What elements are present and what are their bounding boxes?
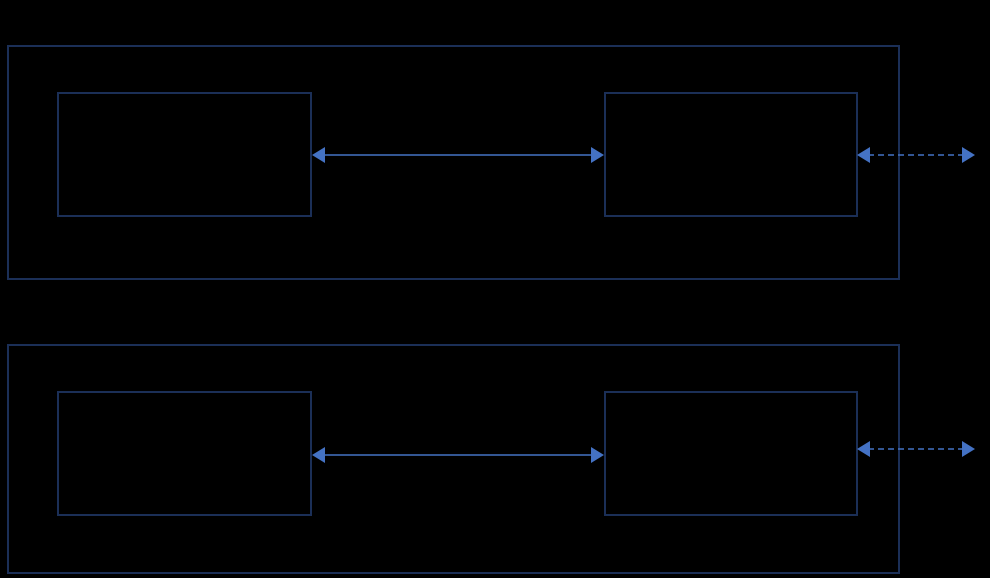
group-1-box-right[interactable] (604, 92, 858, 217)
group-1-external-link[interactable] (857, 147, 975, 163)
group-1-box-left[interactable] (57, 92, 312, 217)
group-1-internal-link[interactable] (312, 147, 604, 163)
group-2 (7, 344, 975, 574)
group-1-container[interactable] (7, 45, 900, 280)
group-2-box-left[interactable] (57, 391, 312, 516)
group-2-external-link[interactable] (857, 441, 975, 457)
group-1 (7, 45, 975, 280)
group-2-container[interactable] (7, 344, 900, 574)
group-2-internal-link[interactable] (312, 447, 604, 463)
group-2-box-right[interactable] (604, 391, 858, 516)
